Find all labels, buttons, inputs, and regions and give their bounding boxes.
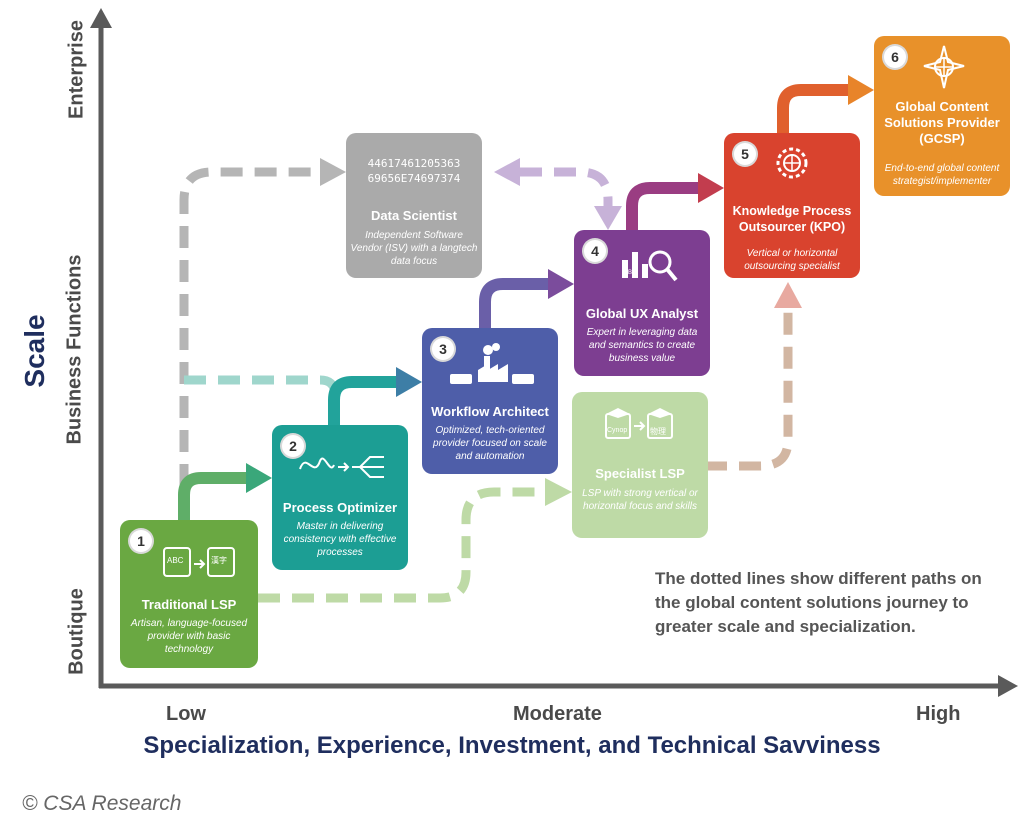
x-level-moderate: Moderate [513, 703, 602, 725]
step-number-1: 1 [128, 528, 154, 554]
solid-arrowhead-4 [548, 269, 574, 299]
global-ux-analyst-desc: Expert in leveraging data and semantics … [586, 327, 698, 364]
traditional-lsp-box: 1 ABC 漢字 Traditional LSP Artisan, langua… [120, 520, 258, 668]
workflow-architect-title: Workflow Architect [431, 404, 549, 419]
solid-arrowhead-5 [698, 173, 724, 203]
notebook-icon [160, 542, 240, 585]
dashed-path-spec-kpo [705, 310, 793, 471]
x-axis-title: Specialization, Experience, Investment, … [143, 732, 881, 759]
graduation-cap-icon [600, 404, 680, 445]
traditional-lsp-title: Traditional LSP [141, 597, 237, 612]
hex-line-1: 44617461205363 [367, 157, 461, 170]
y-level-enterprise: Enterprise [65, 20, 88, 119]
dashed-path-ds-ux [520, 167, 613, 210]
kpo-box: 5 Knowledge Process Outsourcer (KPO) Ver… [724, 133, 860, 278]
step-number-6: 6 [882, 44, 908, 70]
solid-arrow-5-6 [777, 84, 848, 135]
solid-arrow-2-3 [328, 376, 396, 425]
box1-right-label: 漢字 [211, 556, 227, 565]
solid-arrow-4-5 [626, 182, 700, 232]
y-axis-arrowhead [90, 8, 112, 28]
global-ux-analyst-box: 4 ABC Global UX Analyst Expert in levera… [574, 230, 710, 376]
dashed-arrowhead-isv [320, 158, 346, 186]
specialist-lsp-title: Specialist LSP [595, 466, 685, 481]
process-optimizer-box: 2 Process Optimizer Master in delivering… [272, 425, 408, 570]
gcsp-box: 6 Global Content Solutions Provider (GCS… [874, 36, 1010, 196]
step-number-4: 4 [582, 238, 608, 264]
y-axis-title: Scale [19, 314, 50, 388]
process-optimizer-desc: Master in delivering consistency with ef… [283, 521, 397, 558]
kpo-desc: Vertical or horizontal outsourcing speci… [744, 248, 840, 272]
data-scientist-title: Data Scientist [371, 208, 457, 223]
dashed-path-spec [258, 487, 545, 603]
solid-arrow-3-4 [479, 278, 550, 330]
factory-icon [448, 342, 536, 393]
x-level-low: Low [166, 703, 206, 725]
workflow-architect-box: 3 Workflow Architect Optimized, tech-ori… [422, 328, 558, 474]
workflow-architect-desc: Optimized, tech-oriented provider focuse… [433, 425, 547, 462]
chart-magnifier-icon [614, 240, 684, 291]
dashed-arrowhead-kpo [774, 282, 802, 308]
dashed-path-isv [179, 167, 320, 520]
dashed-path-isv-mid [184, 375, 340, 396]
gcsp-title: Global Content Solutions Provider (GCSP) [884, 99, 1000, 146]
traditional-lsp-desc: Artisan, language-focused provider with … [130, 618, 248, 655]
spec-left-label: Cynop [607, 427, 628, 434]
kpo-title: Knowledge Process Outsourcer (KPO) [732, 204, 852, 234]
solid-arrow-1-2 [178, 472, 248, 520]
step-number-2: 2 [280, 433, 306, 459]
step-number-5: 5 [732, 141, 758, 167]
spec-right-label: 物理 [650, 427, 666, 436]
ux-small-label: ABC [624, 270, 637, 276]
data-scientist-box: 44617461205363 69656E74697374 Data Scien… [346, 133, 482, 278]
dashed-arrowhead-spec [545, 478, 572, 506]
process-optimizer-title: Process Optimizer [282, 500, 398, 515]
solid-arrowhead-6 [848, 75, 874, 105]
data-scientist-desc: Independent Software Vendor (ISV) with a… [350, 230, 478, 267]
dashed-arrowhead-ds-ux [594, 206, 622, 230]
step-number-3: 3 [430, 336, 456, 362]
gcsp-desc: End-to-end global content strategist/imp… [884, 163, 1000, 187]
solid-arrowhead-3 [396, 367, 422, 397]
dashed-arrowhead-ds-left [494, 158, 520, 186]
x-level-high: High [916, 703, 961, 725]
globe-star-icon [914, 42, 974, 97]
global-ux-analyst-title: Global UX Analyst [585, 306, 699, 321]
specialist-lsp-desc: LSP with strong vertical or horizontal f… [582, 488, 698, 512]
y-level-business-functions: Business Functions [63, 254, 86, 445]
globe-gear-icon [770, 139, 820, 192]
x-axis-arrowhead [998, 675, 1018, 697]
explanatory-note: The dotted lines show different paths on… [655, 569, 982, 636]
tangle-icon [294, 447, 390, 488]
solid-arrowhead-2 [246, 463, 272, 493]
y-level-boutique: Boutique [65, 588, 88, 675]
copyright: © CSA Research [22, 792, 182, 815]
specialist-lsp-box: Cynop 物理 Specialist LSP LSP with strong … [572, 392, 708, 538]
hex-line-2: 69656E74697374 [367, 172, 461, 185]
box1-left-label: ABC [167, 556, 184, 565]
